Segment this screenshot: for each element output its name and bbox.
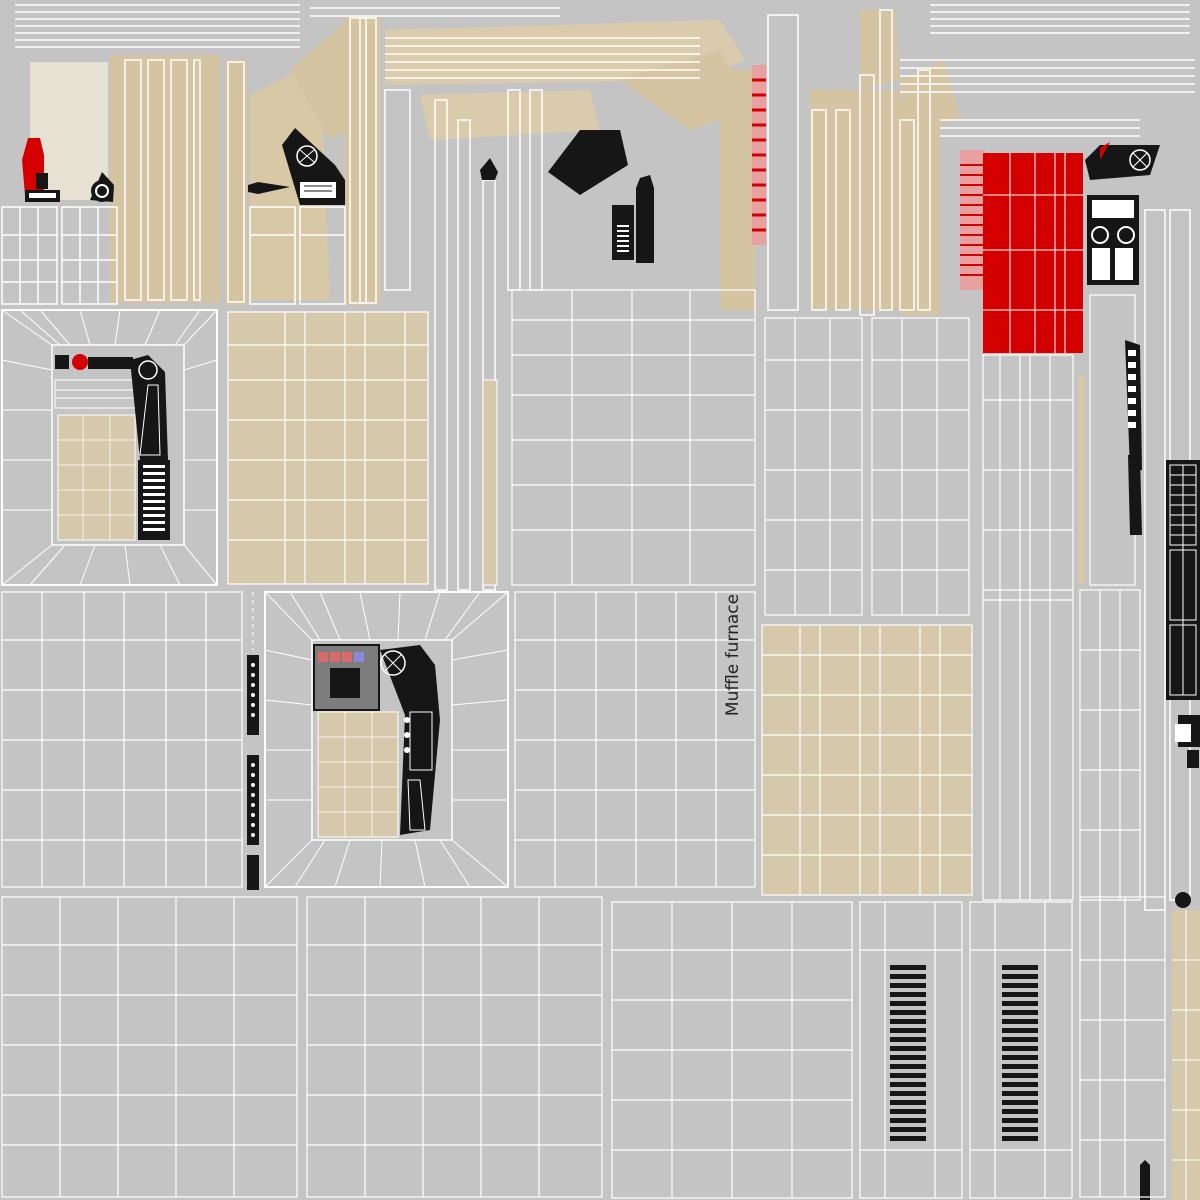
right-edge-lines [1172, 910, 1200, 1200]
control-panel-icon [1125, 340, 1200, 1200]
beige-column [810, 90, 900, 310]
rivet-icon [480, 158, 498, 180]
top-left-grids [1, 206, 346, 305]
beige-strip [225, 60, 247, 305]
vent-slots [890, 965, 1038, 1141]
control-panel-icon [55, 354, 170, 540]
beige-grid-panel [761, 624, 973, 896]
beige-strip [1078, 375, 1085, 585]
beige-diagonal-island [250, 60, 330, 300]
perspective-panel [264, 591, 509, 888]
beige-top-island [385, 20, 745, 85]
control-panel-icon [548, 130, 654, 263]
grey-grid-panel [511, 289, 756, 586]
control-panel-icon [22, 138, 114, 202]
perspective-panel [1, 309, 218, 586]
red-panel [752, 78, 1083, 353]
grey-grid-panel [1, 896, 1166, 1199]
cream-island [30, 62, 108, 200]
control-panel-icon [313, 644, 440, 835]
right-strip-grid [982, 294, 1141, 901]
beige-top-island [620, 50, 750, 130]
control-panel-icon [1085, 142, 1160, 285]
beige-top-island [420, 90, 600, 140]
control-panel-icon [247, 592, 259, 890]
grey-grid-panel [514, 591, 756, 888]
beige-column [345, 15, 380, 305]
beige-strip [110, 55, 220, 303]
beige-column [720, 70, 755, 310]
grey-grid-panel [764, 317, 970, 616]
texture-label: Muffle furnace [723, 593, 743, 717]
grey-grid-panel [1, 591, 243, 888]
top-strip-islands [30, 10, 960, 315]
beige-column [900, 100, 940, 315]
control-panel-icon [248, 128, 345, 205]
top-wire-lines [15, 4, 1195, 137]
beige-grid-panel [227, 311, 498, 586]
